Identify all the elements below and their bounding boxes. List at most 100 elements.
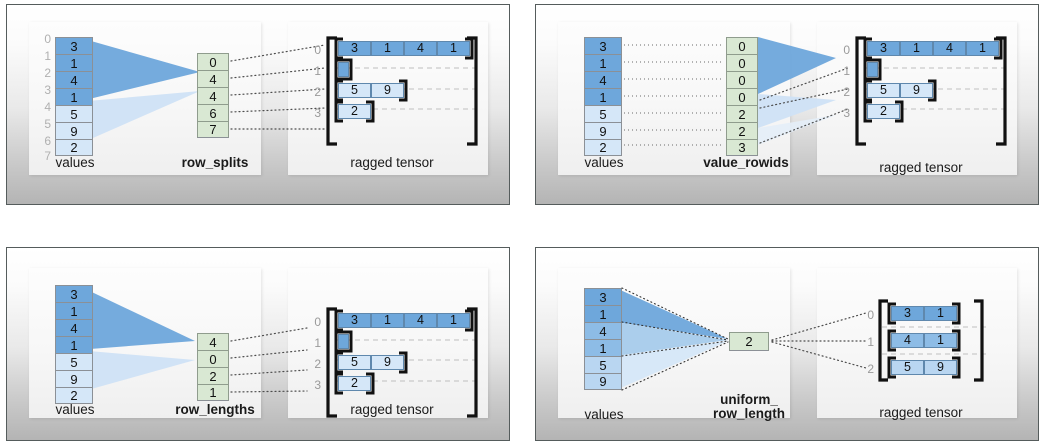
values-column-uniform-row-length: 3 1 4 1 5 9 xyxy=(584,288,622,390)
ragged-cell: 4 xyxy=(404,41,437,56)
row-splits-cell: 6 xyxy=(197,104,229,121)
ragged-caption: ragged tensor xyxy=(350,402,434,417)
ragged-row-index: 1 xyxy=(867,335,874,349)
value-cell: 9 xyxy=(55,122,93,139)
ragged-cell: 2 xyxy=(338,376,371,391)
row-lengths-cell: 2 xyxy=(197,367,229,384)
ragged-row-index: 3 xyxy=(314,378,321,392)
value-cell: 3 xyxy=(584,37,622,54)
value-index-label: 3 xyxy=(44,83,51,97)
value-cell: 1 xyxy=(584,88,622,105)
ragged-cell: 5 xyxy=(338,83,371,98)
ragged-cell: 5 xyxy=(338,355,371,370)
value-cell: 1 xyxy=(584,339,622,356)
encoding-caption-row-splits: row_splits xyxy=(181,155,249,170)
ragged-cell: 3 xyxy=(891,306,924,321)
value-index-label: 7 xyxy=(44,149,51,163)
value-rowids-cell: 3 xyxy=(726,139,758,156)
values-caption: values xyxy=(55,402,95,417)
value-cell: 3 xyxy=(55,37,93,54)
ragged-cell: 2 xyxy=(338,104,371,119)
row-lengths-cell: 4 xyxy=(197,333,229,350)
ragged-cell: 1 xyxy=(437,41,470,56)
value-cell: 1 xyxy=(55,336,93,353)
panel-row-splits: 3 1 4 1 5 9 2 0 1 2 3 4 5 6 7 0 4 4 6 xyxy=(6,4,510,205)
card-ragged-row-lengths xyxy=(288,268,488,418)
ragged-cell: 9 xyxy=(924,360,957,375)
value-cell: 4 xyxy=(584,322,622,339)
panel-row-lengths: 3 1 4 1 5 9 2 4 0 2 1 xyxy=(6,247,510,441)
values-column-row-lengths: 3 1 4 1 5 9 2 xyxy=(55,285,93,404)
ragged-row-index: 0 xyxy=(314,315,321,329)
ragged-cell: 1 xyxy=(371,41,404,56)
ragged-cell-empty xyxy=(338,334,349,349)
value-cell: 4 xyxy=(55,319,93,336)
ragged-cell: 3 xyxy=(867,41,900,56)
uniform-row-length-cell: 2 xyxy=(729,332,769,351)
encoding-caption-row-lengths: row_lengths xyxy=(175,402,255,417)
values-caption: values xyxy=(584,407,624,422)
value-cell: 5 xyxy=(55,105,93,122)
value-rowids-column: 0 0 0 0 2 2 3 xyxy=(726,37,758,156)
row-splits-column: 0 4 4 6 7 xyxy=(197,53,229,138)
ragged-cell: 1 xyxy=(924,306,957,321)
value-cell: 3 xyxy=(55,285,93,302)
ragged-row-index: 0 xyxy=(314,43,321,57)
uniform-row-length-column: 2 xyxy=(729,332,769,351)
ragged-row-index: 1 xyxy=(314,336,321,350)
value-index-label: 6 xyxy=(44,134,51,148)
ragged-cell: 5 xyxy=(891,360,924,375)
value-cell: 9 xyxy=(584,122,622,139)
ragged-cell: 3 xyxy=(338,41,371,56)
ragged-row-index: 3 xyxy=(843,106,850,120)
row-lengths-cell: 0 xyxy=(197,350,229,367)
value-cell: 1 xyxy=(55,54,93,71)
value-cell: 1 xyxy=(584,305,622,322)
value-rowids-cell: 0 xyxy=(726,71,758,88)
ragged-cell: 1 xyxy=(437,313,470,328)
value-cell: 1 xyxy=(584,54,622,71)
value-cell: 9 xyxy=(55,370,93,387)
ragged-cell: 9 xyxy=(371,83,404,98)
ragged-caption: ragged tensor xyxy=(879,160,963,175)
ragged-cell: 9 xyxy=(900,83,933,98)
row-lengths-cell: 1 xyxy=(197,384,229,401)
panel-uniform-row-length: 3 1 4 1 5 9 2 xyxy=(535,247,1039,441)
ragged-cell: 1 xyxy=(900,41,933,56)
ragged-row-index: 2 xyxy=(843,85,850,99)
ragged-row-index: 2 xyxy=(314,85,321,99)
ragged-cell: 9 xyxy=(371,355,404,370)
ragged-row-index: 2 xyxy=(314,357,321,371)
panel-value-rowids: 3 1 4 1 5 9 2 0 xyxy=(535,4,1039,205)
row-splits-cell: 4 xyxy=(197,70,229,87)
value-rowids-cell: 0 xyxy=(726,88,758,105)
row-splits-cell: 4 xyxy=(197,87,229,104)
value-rowids-cell: 2 xyxy=(726,122,758,139)
value-index-label: 5 xyxy=(44,117,51,131)
ragged-cell-empty xyxy=(338,62,349,77)
values-caption: values xyxy=(55,155,95,170)
value-cell: 2 xyxy=(55,139,93,156)
ragged-cell: 4 xyxy=(404,313,437,328)
ragged-cell-empty xyxy=(867,62,878,77)
value-index-label: 2 xyxy=(44,66,51,80)
value-cell: 1 xyxy=(55,88,93,105)
value-index-label: 4 xyxy=(44,100,51,114)
value-rowids-cell: 2 xyxy=(726,105,758,122)
value-cell: 4 xyxy=(55,71,93,88)
encoding-caption-value-rowids: value_rowids xyxy=(703,155,789,170)
value-cell: 5 xyxy=(584,356,622,373)
value-cell: 5 xyxy=(584,105,622,122)
value-cell: 9 xyxy=(584,373,622,390)
ragged-row-index: 0 xyxy=(843,43,850,57)
row-splits-cell: 7 xyxy=(197,121,229,138)
ragged-cell: 1 xyxy=(924,333,957,348)
row-lengths-column: 4 0 2 1 xyxy=(197,333,229,401)
value-cell: 1 xyxy=(55,302,93,319)
value-rowids-cell: 0 xyxy=(726,54,758,71)
ragged-cell: 5 xyxy=(867,83,900,98)
value-cell: 2 xyxy=(55,387,93,404)
ragged-cell: 1 xyxy=(966,41,999,56)
ragged-cell: 4 xyxy=(933,41,966,56)
